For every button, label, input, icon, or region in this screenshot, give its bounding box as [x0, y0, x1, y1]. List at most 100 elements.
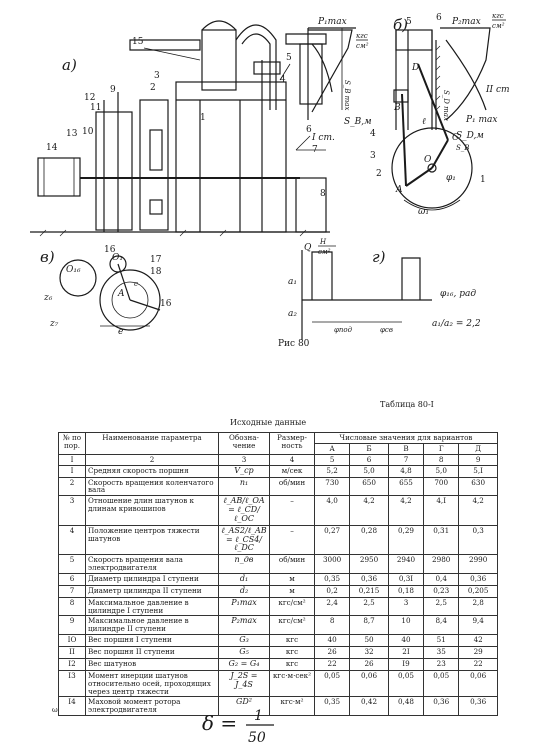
svg-text:c: c [134, 280, 138, 288]
svg-text:1: 1 [480, 175, 486, 185]
svg-text:S_B max: S_B max [343, 80, 351, 110]
header-name: Наименование параметра [85, 432, 219, 455]
row-value: 4,2 [387, 495, 425, 526]
svg-text:7: 7 [312, 145, 318, 155]
panel-a-label: а) [62, 56, 77, 74]
row-symbol: d₁ [218, 573, 270, 586]
row-unit: об/мин [269, 554, 315, 575]
kinematic-scheme: P₂max кгс см² II ст S_D max P₁ max S_D,м… [370, 12, 510, 217]
table-variant-row: А Б В Г Д [59, 442, 498, 455]
svg-text:13: 13 [66, 129, 78, 139]
svg-text:3: 3 [154, 71, 160, 81]
row-value: 40 [313, 634, 351, 648]
row-value: 9,4 [458, 615, 498, 636]
row-value: 4,2 [458, 495, 498, 526]
svg-text:17: 17 [150, 255, 162, 265]
row-value: 2,5 [423, 596, 460, 617]
row-number: 8 [58, 596, 86, 617]
row-value: 0,06 [458, 669, 498, 698]
row-parameter-name: Вес поршня I ступени [85, 634, 219, 648]
row-value: 5,0 [349, 464, 389, 478]
margin-mark: ω [52, 706, 58, 714]
svg-text:e: e [118, 327, 123, 337]
table-caption: Таблица 80-I [380, 400, 434, 409]
row-value: 8,4 [423, 615, 460, 636]
row-symbol: n_дв [218, 554, 270, 575]
formula-numerator: 1 [254, 708, 263, 724]
row-parameter-name: Максимальное давление в цилиндре I ступе… [85, 596, 219, 617]
svg-text:C: C [452, 133, 459, 143]
row-value: 2990 [458, 554, 498, 575]
variant-letter: Б [349, 442, 389, 455]
row-parameter-name: Диаметр цилиндра II ступени [85, 584, 219, 598]
row-value: 0,28 [349, 524, 389, 556]
svg-text:6: 6 [306, 125, 312, 135]
row-symbol: ℓ_AS2/ℓ_AB = ℓ_CS4/ℓ_DC [218, 524, 270, 556]
row-value: 23 [423, 657, 460, 671]
gear-train [95, 111, 133, 231]
row-value: 26 [313, 646, 351, 659]
col-number: 4 [269, 453, 315, 466]
col-number: 3 [218, 453, 270, 466]
row-value: 0,06 [349, 669, 389, 698]
panel-v-label: в) [40, 248, 55, 266]
row-symbol: V_ср [218, 464, 270, 478]
col-number: 7 [387, 453, 425, 466]
svg-text:2: 2 [376, 169, 382, 179]
row-parameter-name: Скорость вращения вала электродвигателя [85, 554, 219, 575]
row-symbol: G₅ [218, 646, 270, 659]
row-unit: кгс·м·сек² [269, 669, 315, 698]
svg-text:10: 10 [82, 127, 94, 137]
row-parameter-name: Вес поршня II ступени [85, 646, 219, 659]
row-unit: м [269, 584, 315, 598]
row-value: 4,8 [387, 464, 425, 478]
row-number: 6 [58, 573, 86, 586]
row-value: 2940 [387, 554, 425, 575]
row-value: 35 [423, 646, 460, 659]
cam-gear-scheme: O₁₆ O₁ z₆ z₇ e A c 17 18 16 16 [43, 245, 172, 337]
svg-text:15: 15 [132, 37, 144, 47]
variant-letter: А [313, 442, 351, 455]
handwritten-formula: δ = 1 50 [202, 708, 274, 746]
row-unit: кгс/см² [269, 596, 315, 617]
svg-text:z₆: z₆ [43, 293, 53, 303]
row-number: 4 [58, 524, 86, 556]
row-value: 730 [313, 476, 351, 497]
part-number-labels: 14 13 10 12 11 9 3 2 15 5 4 6 7 8 1 [46, 37, 326, 199]
row-value: 0,42 [349, 696, 389, 717]
svg-text:φпод: φпод [334, 326, 353, 334]
svg-text:O: O [424, 155, 432, 165]
cylinder-stage-1 [201, 29, 237, 91]
row-value: 42 [458, 634, 498, 648]
svg-text:I ст.: I ст. [311, 133, 335, 143]
svg-text:ω₁: ω₁ [418, 207, 429, 217]
col-number: 5 [313, 453, 351, 466]
row-value: 2,8 [458, 596, 498, 617]
row-value: 8 [313, 615, 351, 636]
row-value: 8,7 [349, 615, 389, 636]
row-unit: м [269, 573, 315, 586]
col-number: 9 [458, 453, 498, 466]
svg-text:Н: Н [319, 238, 327, 246]
svg-text:кгс: кгс [492, 12, 504, 20]
row-value: 32 [349, 646, 389, 659]
svg-text:A: A [395, 185, 403, 195]
row-value: 3 [387, 596, 425, 617]
svg-text:a₁/a₂ = 2,2: a₁/a₂ = 2,2 [432, 319, 481, 329]
row-parameter-name: Отношение длин шатунов к длинам кривошип… [85, 495, 219, 526]
header-unit: Размер-ность [269, 432, 315, 455]
svg-text:9: 9 [110, 85, 116, 95]
load-diagram: Q Н см² a₁ a₂ φ₁₆, рад φпод φсв a₁/a₂ = … [288, 238, 481, 340]
svg-text:a₂: a₂ [288, 309, 297, 319]
row-value: 22 [313, 657, 351, 671]
row-number: I3 [58, 669, 86, 698]
row-value: 4,0 [313, 495, 351, 526]
row-value: 0,31 [423, 524, 460, 556]
row-value: 5,I [458, 464, 498, 478]
svg-text:P₁max: P₁max [317, 17, 347, 27]
